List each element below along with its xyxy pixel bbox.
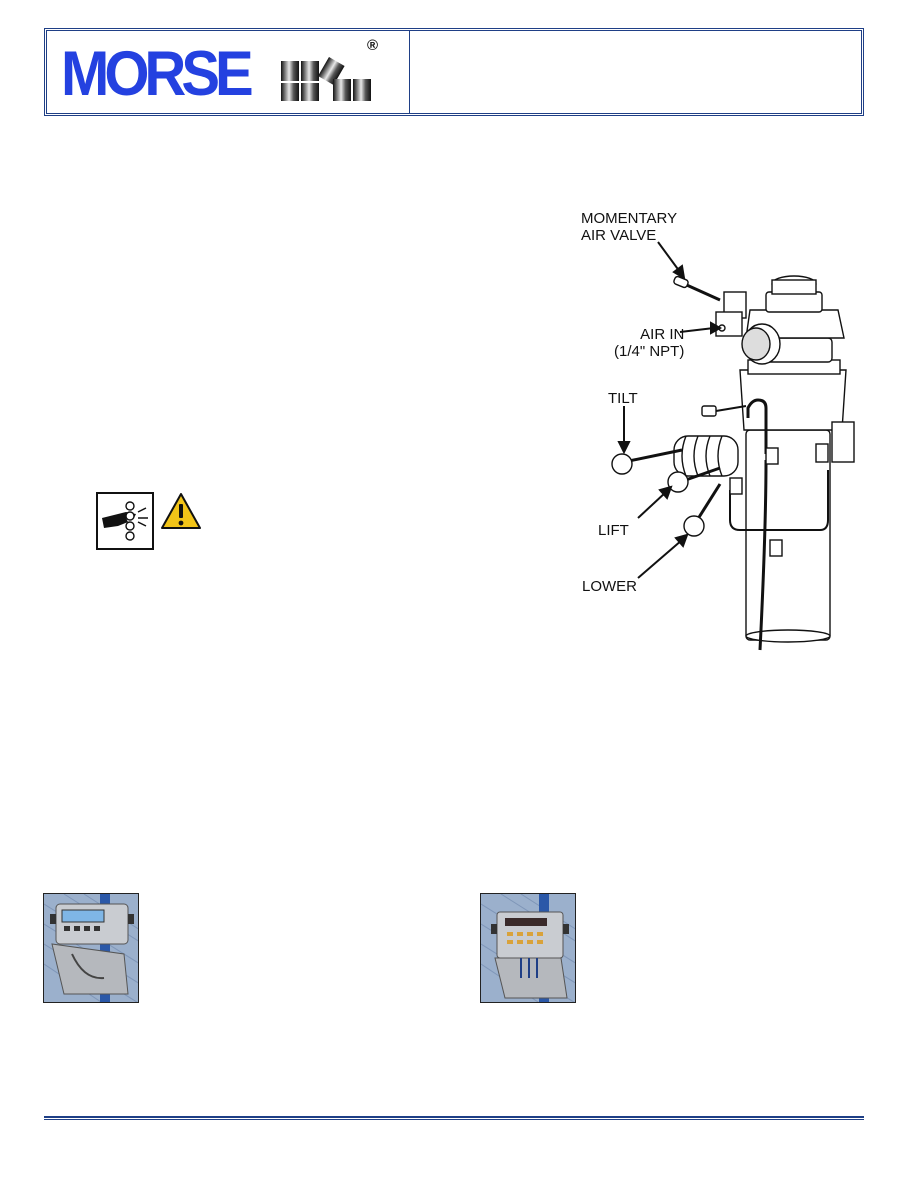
air-in-label: AIR IN (1/4" NPT) bbox=[614, 326, 684, 360]
drum-logo-icon bbox=[281, 57, 371, 101]
pinch-hazard-icon bbox=[96, 492, 154, 550]
lower-label: LOWER bbox=[582, 578, 638, 595]
momentary-air-valve-label: MOMENTARY AIR VALVE bbox=[581, 210, 677, 244]
caution-triangle-icon bbox=[161, 493, 201, 529]
momentary-air-valve-label-line2: AIR VALVE bbox=[581, 227, 657, 244]
air-in-label-line1: AIR IN bbox=[640, 326, 685, 343]
tilt-label: TILT bbox=[608, 390, 638, 407]
air-in-label-line2: (1/4" NPT) bbox=[614, 343, 685, 360]
registered-mark: ® bbox=[367, 37, 379, 54]
scale-indicator-photo bbox=[44, 894, 138, 1002]
scale-indicator-photo bbox=[481, 894, 575, 1002]
lift-label: LIFT bbox=[598, 522, 629, 539]
hydraulic-unit-diagram: MOMENTARY AIR VALVE AIR IN (1/4" NPT) TI… bbox=[570, 200, 870, 660]
footer-rule bbox=[44, 1116, 864, 1120]
header-box: MORSE ® bbox=[44, 28, 864, 116]
header-divider bbox=[409, 31, 410, 113]
momentary-air-valve-label-line1: MOMENTARY bbox=[581, 210, 678, 227]
hydraulic-unit-drawing bbox=[611, 241, 855, 651]
indicator-photo-left bbox=[43, 893, 139, 1003]
logo-wordmark: MORSE bbox=[61, 39, 254, 110]
indicator-photo-right bbox=[480, 893, 576, 1003]
morse-logo: MORSE ® bbox=[61, 37, 391, 109]
